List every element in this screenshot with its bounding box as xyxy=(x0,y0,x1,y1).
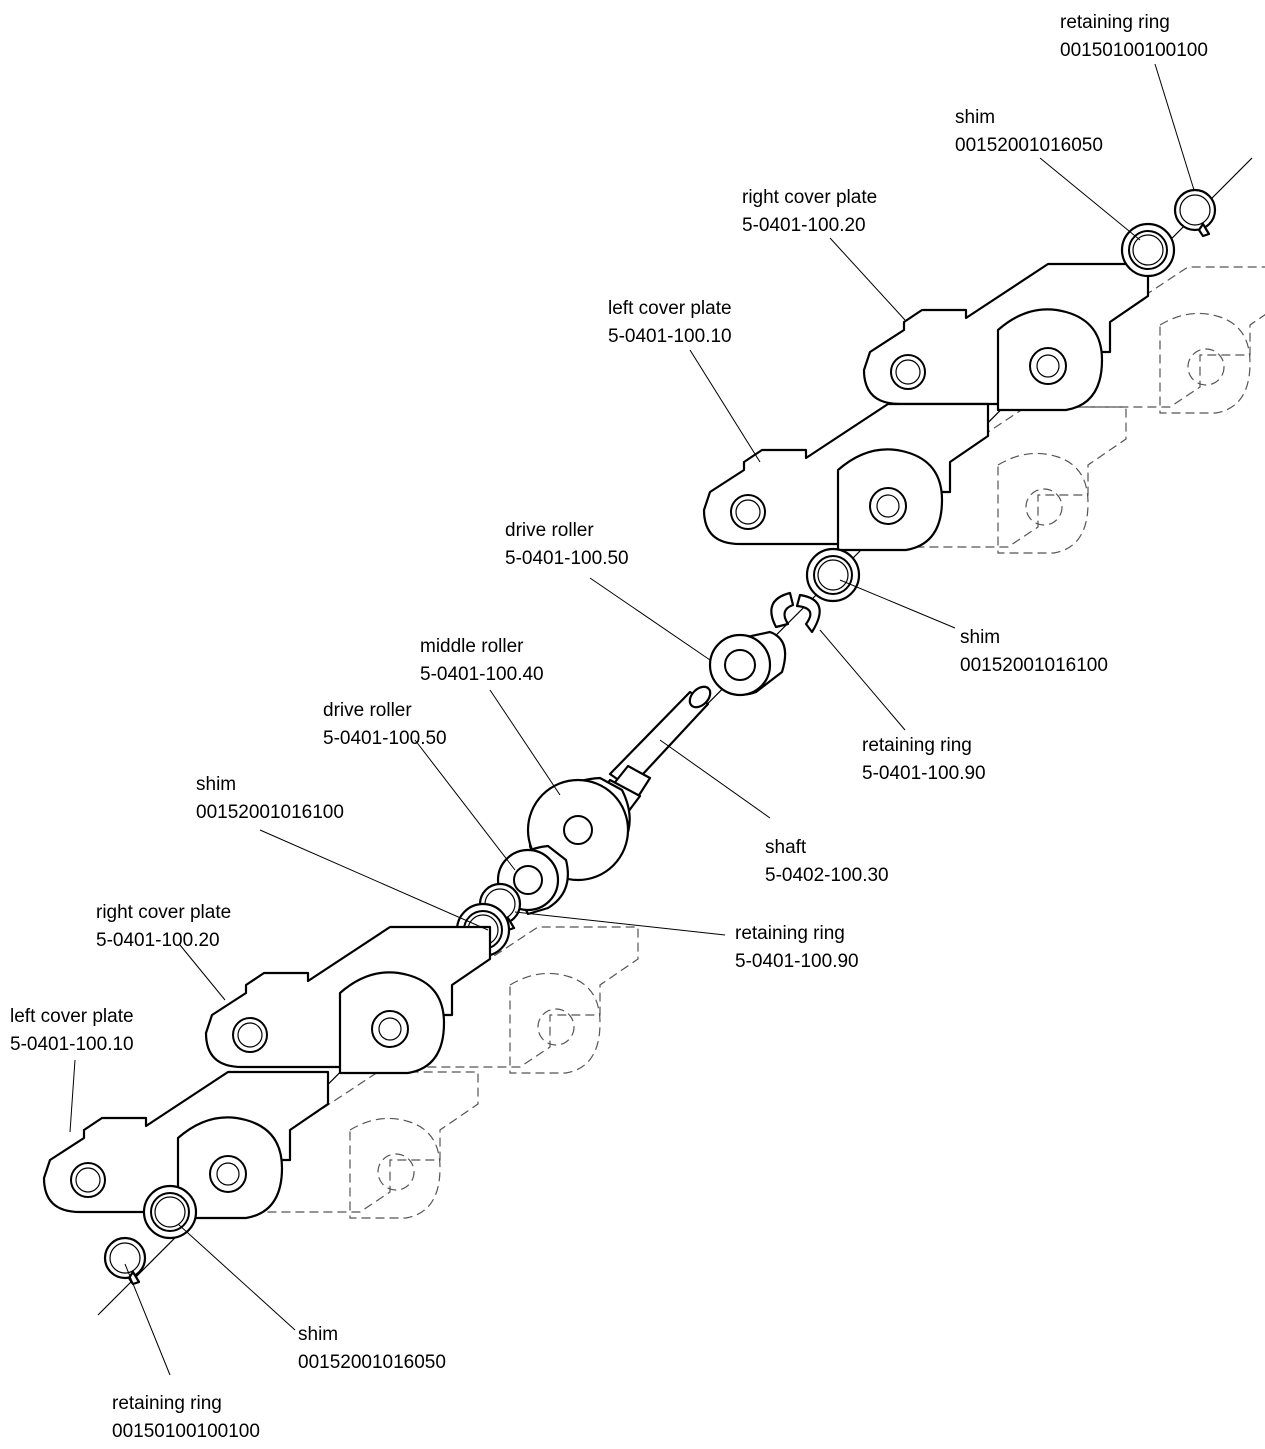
callout-part-number: 5-0401-100.10 xyxy=(608,326,732,347)
retaining-ring-bottom xyxy=(103,1236,147,1286)
callout-shim-middle-right: shim 00152001016100 xyxy=(960,627,1108,676)
callout-shim-middle-left: shim 00152001016100 xyxy=(196,774,344,823)
callout-part-number: 00152001016100 xyxy=(960,655,1108,676)
callout-part-number: 5-0401-100.10 xyxy=(10,1034,134,1055)
callout-part-number: 5-0401-100.40 xyxy=(420,664,544,685)
callout-right-cover-plate-top: right cover plate 5-0401-100.20 xyxy=(742,187,877,236)
callout-part-number: 5-0401-100.20 xyxy=(96,930,220,951)
callout-name: retaining ring xyxy=(862,735,972,756)
callout-drive-roller-upper: drive roller 5-0401-100.50 xyxy=(505,520,629,569)
callout-name: shim xyxy=(196,774,236,795)
callout-part-number: 00152001016100 xyxy=(196,802,344,823)
callout-shim-bottom: shim 00152001016050 xyxy=(298,1324,446,1373)
right-cover-plate-bottom xyxy=(204,925,492,1075)
callout-retaining-ring-middle-right: retaining ring 5-0401-100.90 xyxy=(862,735,986,784)
callout-name: shaft xyxy=(765,837,807,858)
callout-name: shim xyxy=(298,1324,338,1345)
callout-shim-top: shim 00152001016050 xyxy=(955,107,1103,156)
callout-name: middle roller xyxy=(420,636,524,657)
right-cover-plate-top xyxy=(862,262,1150,412)
callout-retaining-ring-middle-lower: retaining ring 5-0401-100.90 xyxy=(735,923,859,972)
callout-left-cover-plate-top: left cover plate 5-0401-100.10 xyxy=(608,298,732,347)
left-cover-plate-top xyxy=(702,402,990,552)
shim-bottom xyxy=(142,1184,198,1240)
callout-part-number: 5-0401-100.90 xyxy=(735,951,859,972)
callout-name: right cover plate xyxy=(742,187,877,208)
shim-middle-right xyxy=(805,547,861,603)
leader-lines xyxy=(69,63,1195,1376)
callout-shaft: shaft 5-0402-100.30 xyxy=(765,837,889,886)
callout-name: drive roller xyxy=(505,520,594,541)
callout-part-number: 00152001016050 xyxy=(955,135,1103,156)
callout-part-number: 00150100100100 xyxy=(112,1421,260,1442)
retaining-ring-middle-right xyxy=(770,591,821,634)
callout-part-number: 00150100100100 xyxy=(1060,40,1208,61)
callout-part-number: 5-0401-100.20 xyxy=(742,215,866,236)
callout-part-number: 5-0401-100.50 xyxy=(505,548,629,569)
callout-name: shim xyxy=(955,107,995,128)
callout-part-number: 00152001016050 xyxy=(298,1352,446,1373)
callout-right-cover-plate-bottom: right cover plate 5-0401-100.20 xyxy=(96,902,231,951)
callout-name: right cover plate xyxy=(96,902,231,923)
callout-retaining-ring-bottom: retaining ring 00150100100100 xyxy=(112,1393,260,1442)
drive-roller-upper xyxy=(708,630,787,697)
callout-name: retaining ring xyxy=(1060,12,1170,33)
callout-name: retaining ring xyxy=(112,1393,222,1414)
callout-retaining-ring-top: retaining ring 00150100100100 xyxy=(1060,12,1208,61)
callout-name: left cover plate xyxy=(10,1006,134,1027)
callout-part-number: 5-0402-100.30 xyxy=(765,865,889,886)
callout-part-number: 5-0401-100.50 xyxy=(323,728,447,749)
callout-left-cover-plate-bottom: left cover plate 5-0401-100.10 xyxy=(10,1006,134,1055)
callout-part-number: 5-0401-100.90 xyxy=(862,763,986,784)
callout-middle-roller: middle roller 5-0401-100.40 xyxy=(420,636,544,685)
callout-name: shim xyxy=(960,627,1000,648)
callout-drive-roller-lower: drive roller 5-0401-100.50 xyxy=(323,700,447,749)
callout-name: left cover plate xyxy=(608,298,732,319)
callout-name: drive roller xyxy=(323,700,412,721)
callout-name: retaining ring xyxy=(735,923,845,944)
